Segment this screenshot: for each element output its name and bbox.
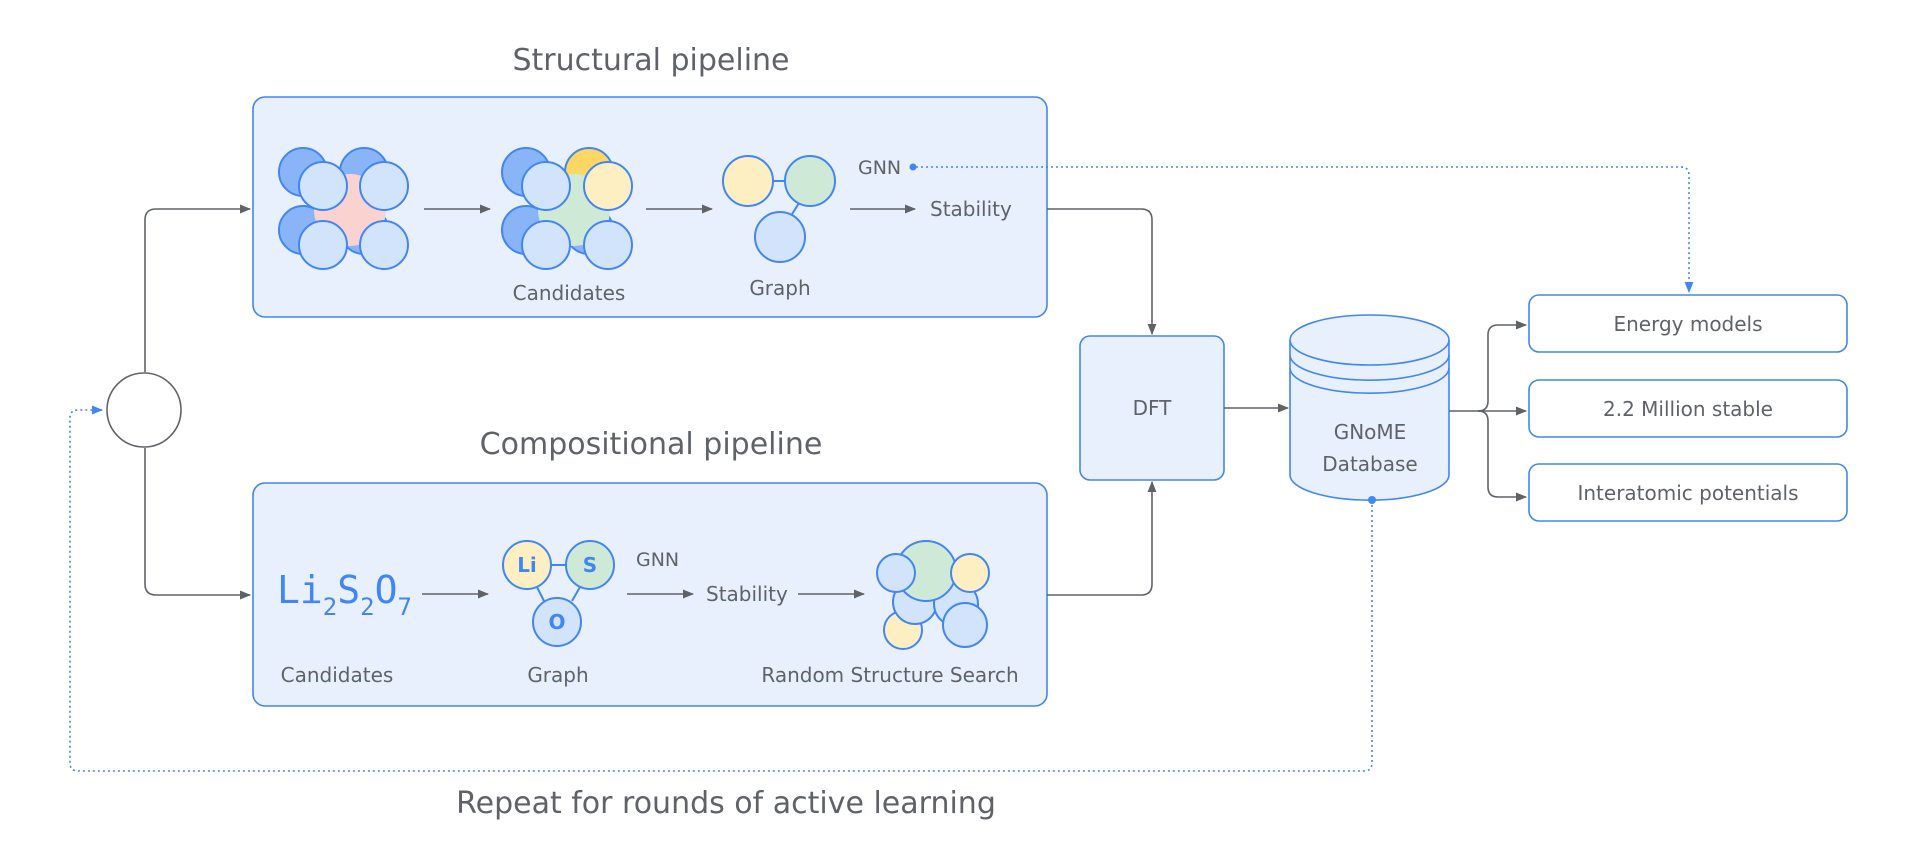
output-million-stable[interactable]: 2.2 Million stable [1528, 379, 1848, 438]
compositional-candidates-label: Candidates [281, 663, 394, 687]
structural-candidates-label: Candidates [513, 281, 626, 305]
database-ring-2 [1289, 367, 1450, 394]
output-interatomic-potentials[interactable]: Interatomic potentials [1528, 463, 1848, 522]
database-top [1289, 314, 1450, 366]
database-label-line1: GNoME [1334, 420, 1407, 444]
active-learning-label: Repeat for rounds of active learning [456, 786, 996, 821]
compositional-graph-label: Graph [527, 663, 588, 687]
structural-graph-icon [722, 155, 836, 263]
graph-node-o-label: O [548, 610, 565, 634]
graph-node-li-label: Li [517, 553, 537, 577]
energy-models-box[interactable] [1528, 294, 1848, 353]
dft-label: DFT [1133, 396, 1173, 420]
structural-panel-box [252, 96, 1048, 318]
gnn-to-energy-models-arrow [916, 166, 1694, 294]
million-stable-label: 2.2 Million stable [1603, 397, 1773, 421]
compositional-stability-label: Stability [706, 582, 788, 606]
graph-node-o [532, 597, 582, 647]
structural-stability-label: Stability [930, 197, 1012, 221]
graph-node-li [502, 540, 552, 590]
flow-structural-to-dft [1047, 208, 1157, 336]
graph-node-s [565, 540, 615, 590]
interatomic-potentials-label: Interatomic potentials [1577, 481, 1798, 505]
database-ring-1 [1289, 354, 1450, 381]
start-node[interactable] [106, 372, 182, 448]
database-loop-dot [1368, 496, 1376, 504]
compositional-pipeline-title: Compositional pipeline [480, 427, 823, 462]
dft-node[interactable]: DFT [1079, 335, 1225, 481]
input-crystal-icon [278, 147, 409, 270]
flow-start-to-compositional [144, 448, 252, 600]
compositional-graph-icon: Li S O [502, 540, 615, 647]
flow-to-interatomic-potentials [1477, 410, 1528, 502]
output-energy-models[interactable]: Energy models [1528, 294, 1848, 353]
structural-pipeline-title: Structural pipeline [512, 43, 789, 78]
candidate-crystal-icon [501, 147, 633, 270]
million-stable-box[interactable] [1528, 379, 1848, 438]
flow-start-to-structural [144, 204, 252, 372]
database-label-line2: Database [1322, 452, 1417, 476]
gnome-database[interactable]: GNoME Database [1289, 314, 1450, 504]
random-structure-search-label: Random Structure Search [761, 663, 1018, 687]
compositional-pipeline-panel: Li2S2O7 Candidates Li S O Graph GNN Stab… [252, 482, 1048, 707]
active-learning-loop-arrow [69, 405, 1373, 772]
graph-node-s-label: S [583, 553, 597, 577]
flow-compositional-to-dft [1047, 480, 1157, 596]
structural-gnn-label: GNN [858, 157, 901, 179]
structural-graph-label: Graph [749, 276, 810, 300]
interatomic-potentials-box[interactable] [1528, 463, 1848, 522]
energy-models-label: Energy models [1613, 312, 1762, 336]
gnn-connector-dot [909, 163, 917, 171]
structural-pipeline-panel: Candidates Graph GNN Stability [252, 96, 1048, 318]
random-structure-icon [876, 540, 990, 650]
candidate-formula: Li2S2O7 [277, 568, 412, 621]
flow-to-energy-models [1477, 320, 1528, 412]
compositional-gnn-label: GNN [636, 549, 679, 571]
